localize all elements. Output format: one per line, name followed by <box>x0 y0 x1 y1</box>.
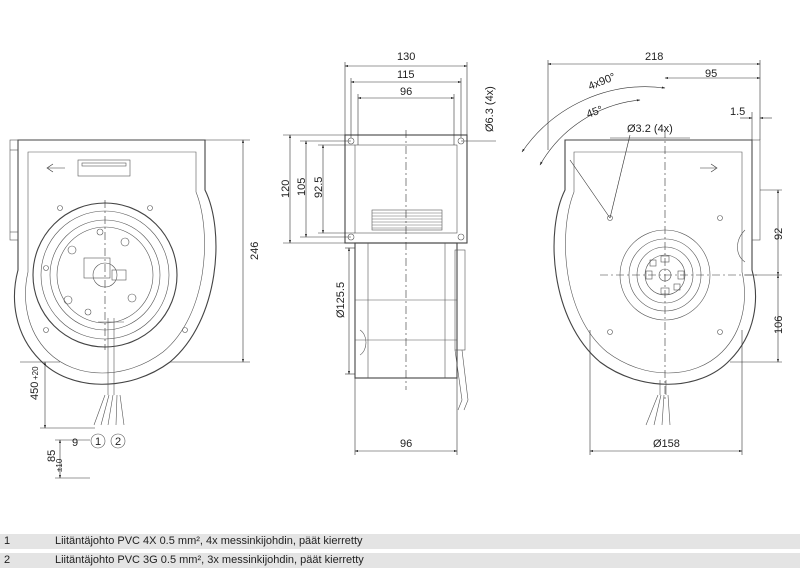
dim-1-5: 1.5 <box>730 106 745 118</box>
right-airflow-arrow <box>700 163 718 173</box>
right-housing-inner <box>565 151 745 374</box>
right-wire-ends <box>645 394 671 426</box>
dim-width-218: 218 <box>645 51 663 63</box>
legend-row-1-text: Liitäntäjohto PVC 4X 0.5 mm², 4x messink… <box>55 535 363 547</box>
middle-cable <box>454 349 469 411</box>
angle-arc-4x90 <box>521 86 666 153</box>
dim-hole-dia-6-3: Ø6.3 (4x) <box>484 86 496 132</box>
dim-height-92-5: 92.5 <box>313 177 325 198</box>
left-cable <box>107 318 115 395</box>
callout-1-label: 1 <box>95 436 101 448</box>
dim-cable-length-tol: +20 <box>31 366 40 380</box>
dim-cable-length-450: 450 <box>29 382 41 400</box>
callout-2-label: 2 <box>115 436 121 448</box>
legend-row-2-text: Liitäntäjohto PVC 3G 0.5 mm², 3x messink… <box>55 554 364 566</box>
dim-width-96-top: 96 <box>400 86 412 98</box>
callout-1-circle <box>90 433 106 449</box>
dim-width-95: 95 <box>705 68 717 80</box>
legend-row-2: 2 Liitäntäjohto PVC 3G 0.5 mm², 3x messi… <box>0 553 800 568</box>
left-housing-outline <box>13 139 217 385</box>
dim-height-120: 120 <box>280 180 292 198</box>
dim-height-92: 92 <box>773 228 785 240</box>
dim-angle-45: 45° <box>585 104 605 121</box>
dim-height-105: 105 <box>296 178 308 196</box>
dim-width-96-bottom: 96 <box>400 438 412 450</box>
angle-arc-45 <box>539 99 641 166</box>
dim-width-130: 130 <box>397 51 415 63</box>
legend-row-1: 1 Liitäntäjohto PVC 4X 0.5 mm², 4x messi… <box>0 534 800 549</box>
middle-impeller-slats <box>371 209 443 231</box>
left-flange <box>9 139 19 241</box>
left-terminal-block <box>63 228 137 316</box>
dim-height-106: 106 <box>773 316 785 334</box>
right-cable <box>659 380 667 395</box>
left-housing-inner <box>25 151 205 374</box>
left-wire-ends <box>93 394 125 426</box>
dim-wire-end-9: 9 <box>72 437 78 449</box>
dim-hole-dia-3-2: Ø3.2 (4x) <box>627 123 673 135</box>
technical-drawing: 246 450 +20 85 ±10 9 1 2 <box>9 51 785 479</box>
dim-width-115: 115 <box>397 69 415 81</box>
middle-view: 130 115 96 Ø6.3 (4x) 120 105 92.5 Ø125.5 <box>280 51 496 455</box>
legend-row-2-number: 2 <box>4 554 11 566</box>
dim-height-246: 246 <box>249 242 261 260</box>
right-view: 218 95 1.5 4x90° 45° Ø3.2 (4x) 92 106 Ø1… <box>521 51 785 455</box>
dim-motor-dia-158: Ø158 <box>653 438 680 450</box>
dim-wheel-dia-125-5: Ø125.5 <box>335 282 347 318</box>
dim-strip-length-tol: ±10 <box>55 458 64 472</box>
dim-strip-length-85: 85 <box>46 450 58 462</box>
dim-angle-4x90: 4x90° <box>587 71 618 93</box>
left-label-plate <box>77 159 131 177</box>
legend-row-1-number: 1 <box>4 535 11 547</box>
left-airflow-arrow <box>46 163 65 173</box>
right-housing-outline <box>553 139 757 385</box>
left-view: 246 450 +20 85 ±10 9 1 2 <box>9 139 261 479</box>
callout-2-circle <box>110 433 126 449</box>
right-flange <box>751 139 761 241</box>
